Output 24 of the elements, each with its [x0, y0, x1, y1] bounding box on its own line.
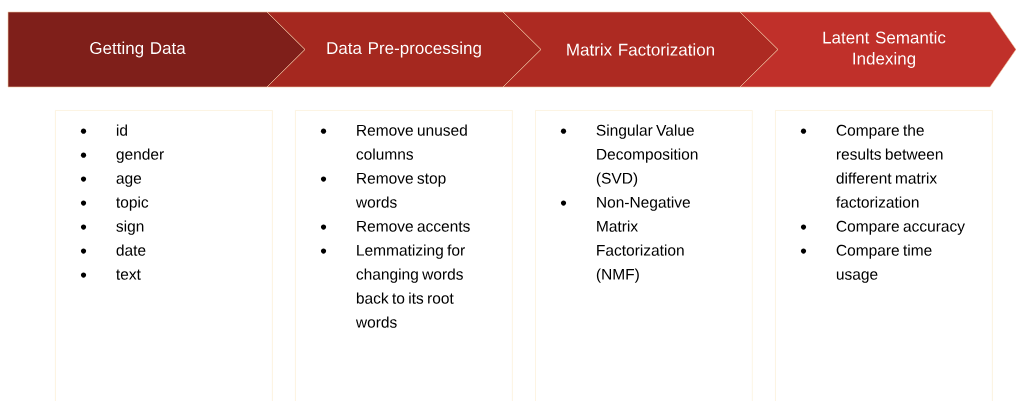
- bullet-item: Lemmatizing for changing words back to its root words: [320, 244, 465, 328]
- list-panel: [535, 110, 753, 401]
- chevron-step: Matrix Factorization: [502, 11, 779, 88]
- bullet-item: Compare the results between different matrix factorization: [800, 124, 943, 208]
- bullet-item: topic: [80, 196, 149, 211]
- chevron-step: Latent Semantic Indexing: [739, 11, 1016, 88]
- bullet-item: id: [80, 124, 127, 136]
- bullet-item: age: [80, 175, 142, 187]
- bullet-item: Remove unused columns: [320, 124, 467, 160]
- bullet-item: Compare accuracy: [800, 220, 965, 235]
- bullet-item: Remove accents: [320, 220, 470, 232]
- list-panel: [295, 110, 513, 401]
- bullet-item: Non-Negative Matrix Factorization (NMF): [560, 196, 690, 283]
- list-panel: [55, 110, 273, 401]
- chevron-step: Getting Data: [7, 11, 306, 88]
- list-panel: [775, 110, 993, 401]
- bullet-item: gender: [80, 148, 164, 163]
- bullet-item: text: [80, 269, 141, 280]
- bullet-item: Remove stop words: [320, 172, 446, 208]
- bullet-item: sign: [80, 220, 144, 235]
- chevron-step: Data Pre-processing: [266, 11, 542, 88]
- bullet-item: Compare time usage: [800, 244, 932, 283]
- bullet-item: Singular Value Decomposition (SVD): [560, 124, 698, 187]
- bullet-item: date: [80, 244, 146, 256]
